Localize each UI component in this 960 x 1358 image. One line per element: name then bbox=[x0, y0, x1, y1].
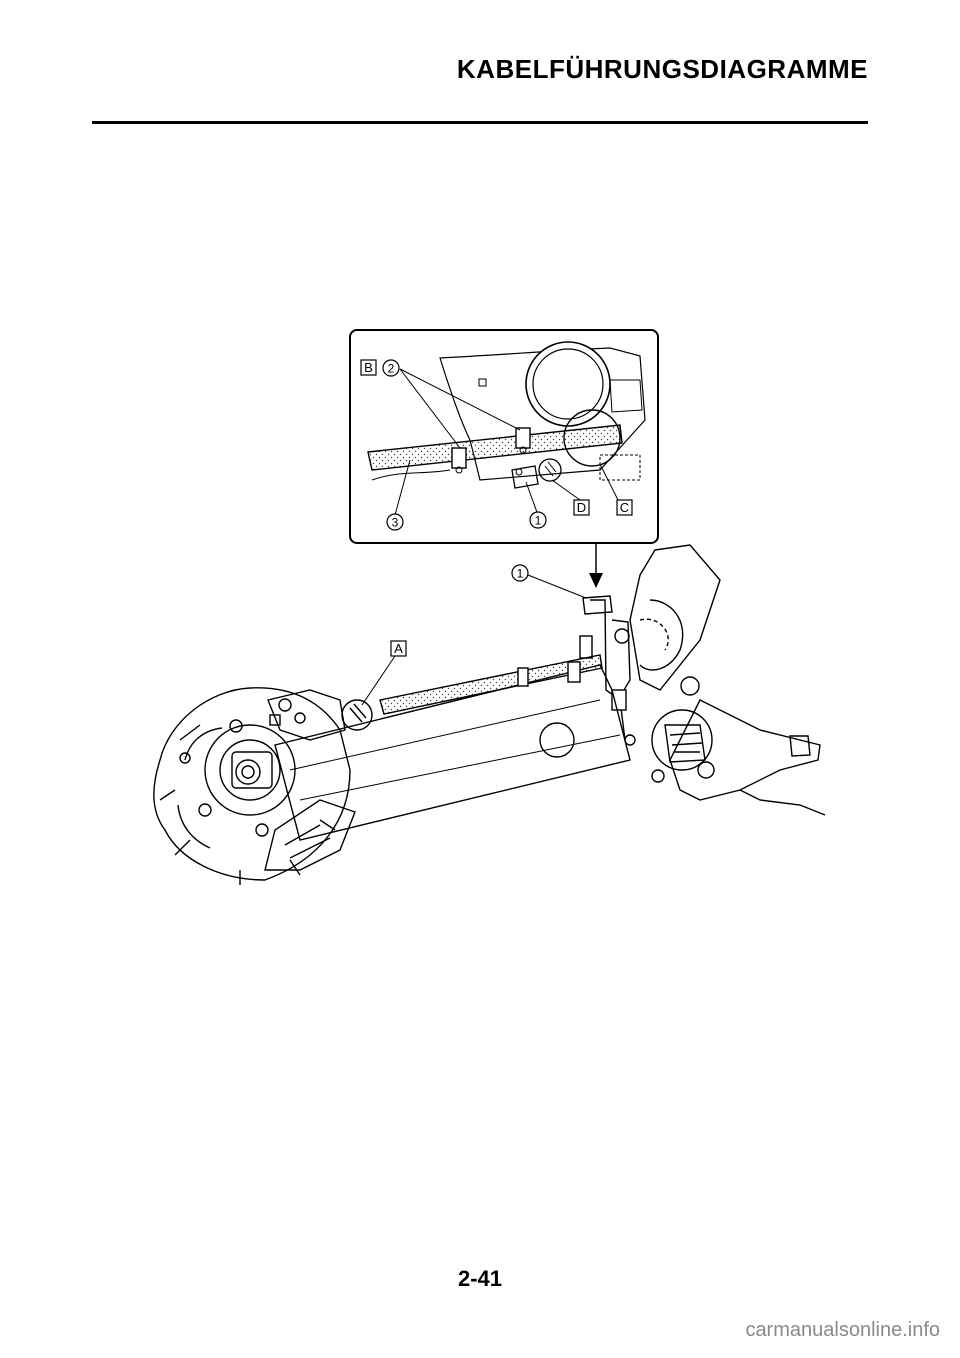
label-a: A bbox=[394, 641, 403, 656]
page-title: KABELFÜHRUNGSDIAGRAMME bbox=[456, 54, 868, 84]
callout-1-circle bbox=[511, 564, 529, 582]
header-rule bbox=[92, 121, 868, 124]
inset-detail: B 2 3 1 D C bbox=[349, 329, 659, 544]
arrow-down-icon bbox=[589, 573, 603, 588]
callout-3-circle bbox=[386, 513, 404, 531]
callout-1-inset: 1 bbox=[535, 514, 542, 528]
leader-callout-1 bbox=[527, 574, 587, 599]
label-a-box bbox=[390, 640, 407, 657]
label-b-box bbox=[360, 359, 377, 376]
leader-label-a bbox=[361, 655, 396, 706]
callout-1: 1 bbox=[517, 567, 524, 581]
callout-1-inset-circle bbox=[529, 511, 547, 529]
page-number: 2-41 bbox=[457, 1266, 503, 1291]
label-d: D bbox=[577, 500, 586, 515]
callout-3: 3 bbox=[392, 516, 399, 530]
swingarm-illustration bbox=[153, 544, 826, 885]
callout-2: 2 bbox=[388, 362, 395, 376]
label-c: C bbox=[620, 500, 629, 515]
watermark: carmanualsonline.info bbox=[745, 1319, 940, 1341]
label-d-box bbox=[573, 499, 590, 516]
label-c-box bbox=[616, 499, 633, 516]
label-b: B bbox=[364, 360, 373, 375]
callout-2-circle bbox=[382, 359, 400, 377]
